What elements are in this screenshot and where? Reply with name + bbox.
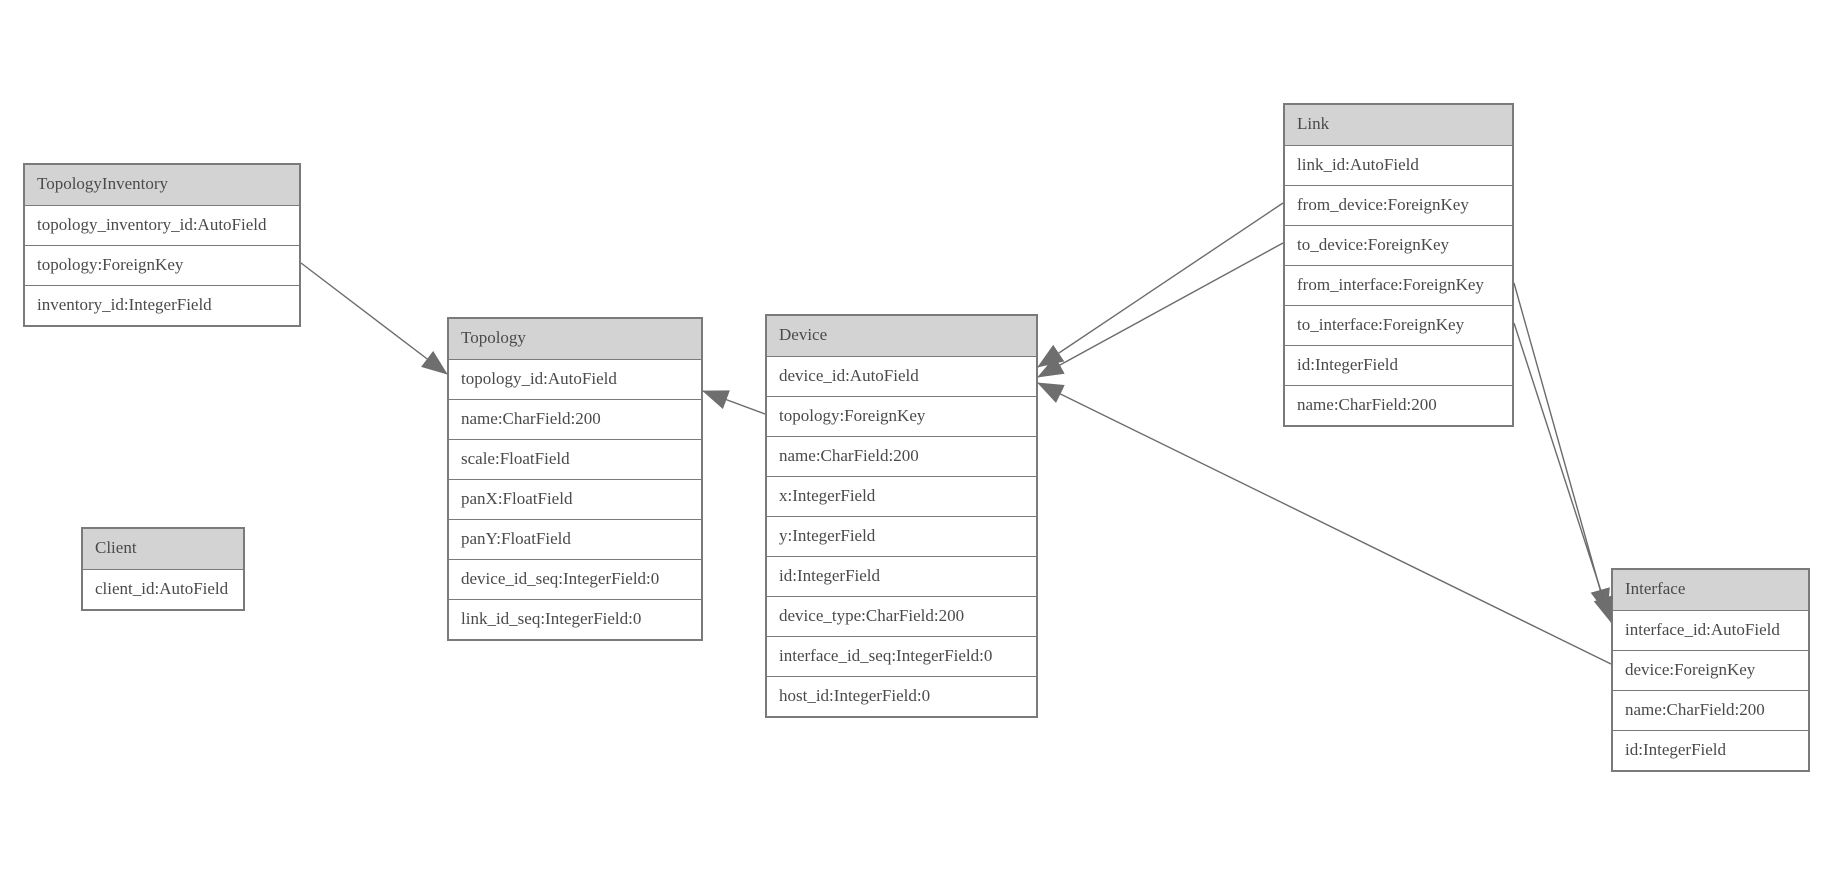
entity-field: topology_inventory_id:AutoField: [25, 205, 299, 245]
entity-field: interface_id_seq:IntegerField:0: [767, 636, 1036, 676]
entity-field: id:IntegerField: [1613, 730, 1808, 770]
entity-field: panY:FloatField: [449, 519, 701, 559]
entity-field: to_device:ForeignKey: [1285, 225, 1512, 265]
entity-title: Client: [83, 529, 243, 569]
entity-field: inventory_id:IntegerField: [25, 285, 299, 325]
entity-field: topology_id:AutoField: [449, 359, 701, 399]
entity-field: link_id:AutoField: [1285, 145, 1512, 185]
relation-edge-TopologyInventory-Topology: [300, 262, 448, 375]
entity-field-list: client_id:AutoField: [83, 569, 243, 609]
entity-title: Link: [1285, 105, 1512, 145]
relation-edge-Link-Device: [1037, 242, 1284, 378]
entity-field: device:ForeignKey: [1613, 650, 1808, 690]
entity-topology-inventory: TopologyInventory topology_inventory_id:…: [23, 163, 301, 327]
entity-field: name:CharField:200: [1613, 690, 1808, 730]
entity-field: name:CharField:200: [449, 399, 701, 439]
relation-edge-Link-Interface: [1513, 322, 1613, 623]
entity-field: from_interface:ForeignKey: [1285, 265, 1512, 305]
entity-field: device_type:CharField:200: [767, 596, 1036, 636]
entity-field: name:CharField:200: [767, 436, 1036, 476]
entity-field: topology:ForeignKey: [25, 245, 299, 285]
relation-edge-Device-Topology: [702, 390, 766, 415]
entity-field: host_id:IntegerField:0: [767, 676, 1036, 716]
entity-field: device_id_seq:IntegerField:0: [449, 559, 701, 599]
entity-field: panX:FloatField: [449, 479, 701, 519]
entity-client: Client client_id:AutoField: [81, 527, 245, 611]
entity-field: x:IntegerField: [767, 476, 1036, 516]
entity-field: link_id_seq:IntegerField:0: [449, 599, 701, 639]
entity-field: topology:ForeignKey: [767, 396, 1036, 436]
entity-field: id:IntegerField: [767, 556, 1036, 596]
entity-title: Device: [767, 316, 1036, 356]
relation-edge-Link-Interface: [1513, 282, 1610, 615]
entity-field: id:IntegerField: [1285, 345, 1512, 385]
entity-field: to_interface:ForeignKey: [1285, 305, 1512, 345]
entity-field: scale:FloatField: [449, 439, 701, 479]
entity-field: name:CharField:200: [1285, 385, 1512, 425]
entity-field: device_id:AutoField: [767, 356, 1036, 396]
entity-field: y:IntegerField: [767, 516, 1036, 556]
entity-field: client_id:AutoField: [83, 569, 243, 609]
entity-field: from_device:ForeignKey: [1285, 185, 1512, 225]
entity-title: TopologyInventory: [25, 165, 299, 205]
entity-field: interface_id:AutoField: [1613, 610, 1808, 650]
entity-title: Topology: [449, 319, 701, 359]
relation-edge-Link-Device: [1037, 202, 1284, 368]
entity-title: Interface: [1613, 570, 1808, 610]
